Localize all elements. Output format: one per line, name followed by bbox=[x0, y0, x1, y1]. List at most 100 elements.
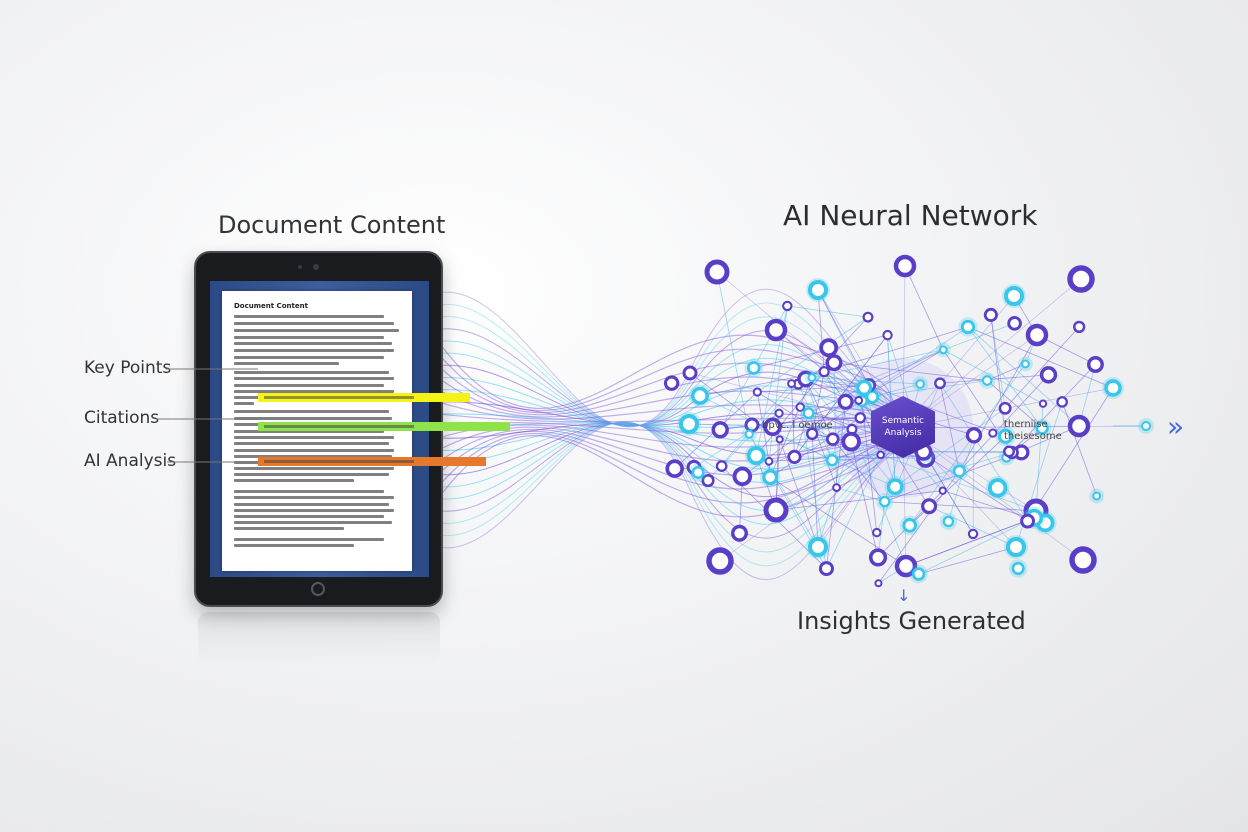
network-node bbox=[921, 498, 938, 515]
network-node bbox=[841, 431, 861, 452]
network-node bbox=[746, 361, 761, 375]
network-node bbox=[997, 428, 1014, 444]
network-edge bbox=[905, 517, 1035, 567]
network-node bbox=[1067, 265, 1095, 293]
network-node bbox=[862, 311, 874, 323]
network-node bbox=[1092, 491, 1102, 501]
network-node bbox=[762, 469, 779, 486]
network-edge bbox=[794, 413, 809, 458]
flow-wave-line bbox=[419, 422, 901, 511]
down-arrow-icon: ↓ bbox=[897, 586, 911, 605]
network-node bbox=[808, 537, 828, 557]
document-text-line bbox=[234, 336, 384, 339]
network-node bbox=[802, 407, 815, 420]
network-node bbox=[752, 387, 762, 397]
network-node bbox=[763, 497, 789, 523]
network-edge bbox=[826, 454, 882, 569]
network-node bbox=[983, 307, 998, 322]
network-node bbox=[911, 567, 926, 581]
network-node bbox=[715, 460, 728, 472]
network-node bbox=[1039, 366, 1058, 384]
network-node bbox=[902, 518, 918, 533]
network-node bbox=[952, 464, 966, 478]
network-edge bbox=[787, 305, 869, 318]
document-text-line bbox=[234, 455, 392, 458]
flow-wave-line bbox=[429, 427, 906, 518]
network-edge bbox=[775, 329, 859, 401]
network-node bbox=[1067, 414, 1091, 438]
network-node bbox=[818, 561, 834, 577]
citations-highlight bbox=[258, 422, 510, 431]
network-node bbox=[775, 435, 784, 444]
home-button[interactable] bbox=[311, 582, 325, 596]
network-edge bbox=[851, 429, 907, 567]
network-edge bbox=[990, 314, 1006, 409]
network-node bbox=[882, 329, 893, 341]
document-text-line bbox=[234, 503, 389, 506]
network-node bbox=[706, 547, 734, 575]
network-node bbox=[1141, 421, 1151, 431]
network-node bbox=[825, 453, 839, 467]
document-page: Document Content bbox=[222, 291, 412, 571]
network-node bbox=[1038, 399, 1048, 408]
document-text-line bbox=[234, 377, 394, 380]
network-edge bbox=[833, 362, 988, 381]
network-edge bbox=[926, 455, 1028, 522]
network-node bbox=[1035, 421, 1049, 435]
document-text-line bbox=[234, 509, 394, 512]
network-edge bbox=[1027, 387, 1114, 522]
network-node bbox=[690, 386, 709, 405]
network-node bbox=[893, 254, 917, 278]
document-text-line bbox=[234, 490, 384, 493]
network-edge bbox=[824, 326, 969, 373]
document-text-line bbox=[234, 315, 384, 318]
network-edge bbox=[959, 334, 1038, 472]
document-text-line bbox=[234, 371, 389, 374]
network-node bbox=[854, 412, 867, 424]
network-edge bbox=[967, 326, 1114, 389]
network-edge bbox=[943, 322, 1015, 351]
network-node bbox=[915, 379, 926, 389]
network-node bbox=[988, 428, 998, 438]
network-edge bbox=[769, 377, 813, 478]
network-edge bbox=[967, 326, 1043, 429]
network-node bbox=[856, 379, 873, 396]
flow-wave-line bbox=[419, 288, 901, 428]
network-edge bbox=[894, 407, 1006, 488]
insights-generated-label: Insights Generated bbox=[797, 607, 1026, 635]
network-node bbox=[1056, 396, 1068, 408]
network-node bbox=[1087, 356, 1104, 373]
tablet-reflection bbox=[198, 612, 440, 666]
network-edge bbox=[716, 271, 750, 435]
network-edge bbox=[769, 417, 861, 478]
network-node bbox=[942, 515, 955, 528]
network-node bbox=[805, 427, 819, 441]
network-node bbox=[663, 375, 680, 391]
network-edge bbox=[811, 433, 819, 548]
document-text-line bbox=[234, 473, 389, 476]
left-node-text: bpvc. l oemoe bbox=[762, 420, 833, 431]
document-text-line bbox=[234, 521, 392, 524]
network-node bbox=[874, 579, 883, 588]
network-node bbox=[938, 486, 947, 495]
network-edge bbox=[757, 384, 869, 393]
document-text-line bbox=[234, 430, 384, 433]
center-node-line1: Semantic bbox=[881, 416, 925, 426]
network-node bbox=[679, 414, 699, 434]
flow-wave-line bbox=[429, 343, 906, 429]
network-edge bbox=[918, 546, 1017, 575]
network-edge bbox=[836, 487, 885, 502]
network-edge bbox=[939, 383, 960, 472]
network-edge bbox=[811, 371, 825, 434]
network-node bbox=[732, 466, 753, 487]
network-edge bbox=[757, 316, 869, 393]
network-node bbox=[787, 449, 802, 464]
network-edge bbox=[884, 501, 1037, 512]
network-edge bbox=[811, 400, 862, 435]
network-edge bbox=[928, 505, 1017, 548]
network-edge bbox=[943, 349, 1044, 405]
network-edge bbox=[719, 427, 904, 562]
network-node bbox=[682, 365, 698, 381]
network-node bbox=[825, 432, 840, 446]
network-node bbox=[1073, 320, 1086, 334]
